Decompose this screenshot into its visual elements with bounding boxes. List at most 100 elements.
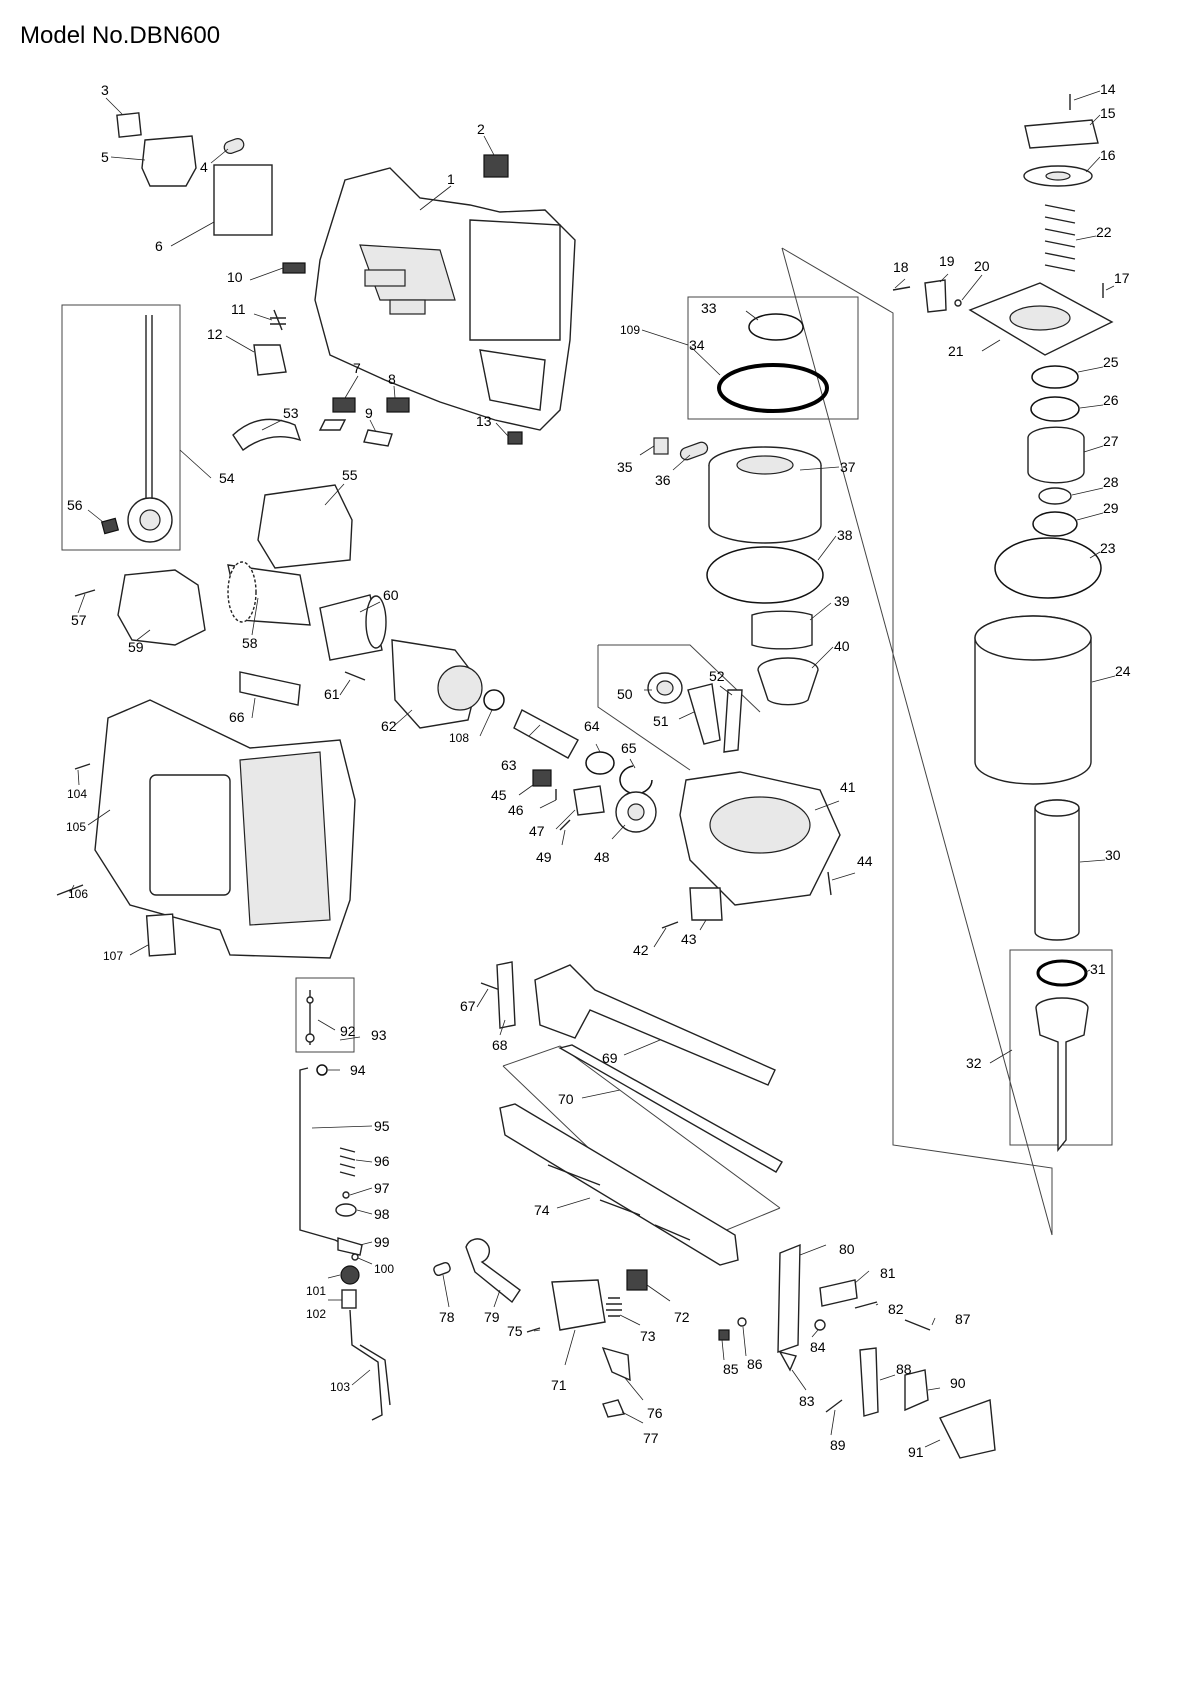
part-65-retaining-ring [619,765,653,795]
callout-20: 20 [974,258,990,274]
model-number-title: Model No.DBN600 [20,22,221,49]
part-102 [341,1289,357,1309]
callout-58: 58 [242,635,258,651]
callout-61: 61 [324,686,340,702]
callout-7: 7 [353,360,361,376]
part-39-ring [751,610,813,650]
part-44-screw [827,871,832,896]
part-88-plate [859,1347,879,1417]
callout-72: 72 [674,1309,690,1325]
valve-stack-parts [299,990,391,1421]
callout-62: 62 [381,718,397,734]
callout-70: 70 [558,1091,574,1107]
part-9-plate [363,429,393,447]
callout-80: 80 [839,1241,855,1257]
callout-78: 78 [439,1309,455,1325]
part-15-plate [1024,119,1099,149]
callout-89: 89 [830,1437,846,1453]
housing-part-1 [314,167,576,431]
callout-47: 47 [529,823,545,839]
callout-102: 102 [306,1307,326,1321]
callout-53: 53 [283,405,299,421]
part-54-rod-assembly [100,315,173,543]
part-4-pin [223,138,245,154]
part-18-screw [892,286,911,291]
part-87-bolt [904,1319,931,1331]
part-71-pusher [551,1279,606,1331]
motor-parts [74,484,505,729]
callout-54: 54 [219,470,235,486]
callout-44: 44 [857,853,873,869]
part-90 [904,1369,929,1412]
callout-30: 30 [1105,847,1121,863]
part-69-guide [534,964,776,1086]
callout-71: 71 [551,1377,567,1393]
part-83 [778,1350,797,1372]
callout-67: 67 [460,998,476,1014]
callout-63: 63 [501,757,517,773]
callout-41: 41 [840,779,856,795]
callout-74: 74 [534,1202,550,1218]
part-52-link [723,689,743,753]
part-96-spring [339,1147,356,1177]
callout-22: 22 [1096,224,1112,240]
callout-109: 109 [620,323,640,337]
lower-right-parts [718,1243,996,1459]
part-101-gear [340,1265,360,1285]
callout-16: 16 [1100,147,1116,163]
part-79-lever [465,1238,521,1304]
part-6-pad [213,164,273,236]
part-104-screw [74,763,91,770]
part-81-plate [819,1279,858,1307]
callout-13: 13 [476,413,492,429]
part-82-pin [854,1301,878,1309]
callout-57: 57 [71,612,87,628]
callout-91: 91 [908,1444,924,1460]
part-45 [532,769,552,787]
callout-24: 24 [1115,663,1131,679]
part-9b [318,419,347,431]
callout-83: 83 [799,1393,815,1409]
callout-99: 99 [374,1234,390,1250]
callout-50: 50 [617,686,633,702]
callout-64: 64 [584,718,600,734]
part-74-magazine [499,1103,739,1266]
callout-94: 94 [350,1062,366,1078]
part-55-holder [257,484,353,569]
part-68-plate [496,961,516,1029]
part-78-pin [433,1261,451,1277]
callout-18: 18 [893,259,909,275]
frame-54-assembly [61,304,181,551]
callout-29: 29 [1103,500,1119,516]
callout-labels: 3 5 4 6 2 1 10 11 12 7 8 9 13 53 54 55 5… [66,81,1131,1460]
part-11-spring [270,309,286,331]
callout-86: 86 [747,1356,763,1372]
part-67-screw [480,982,501,991]
callout-48: 48 [594,849,610,865]
callout-10: 10 [227,269,243,285]
part-100 [351,1253,359,1261]
lower-center-parts [433,1238,648,1418]
callout-66: 66 [229,709,245,725]
part-13-block [507,431,523,445]
part-31-oring [1036,959,1088,987]
callout-51: 51 [653,713,669,729]
callout-68: 68 [492,1037,508,1053]
callout-34: 34 [689,337,705,353]
tool-body-part-105 [56,699,356,959]
callout-46: 46 [508,802,524,818]
callout-26: 26 [1103,392,1119,408]
frame-50-52-lower [597,645,691,771]
part-107-label [145,913,177,957]
part-73-spring [606,1297,622,1317]
part-33-oring [748,313,804,341]
callout-103: 103 [330,1380,350,1394]
callout-49: 49 [536,849,552,865]
callout-52: 52 [709,668,725,684]
callout-11: 11 [231,301,246,317]
callout-1: 1 [447,171,455,187]
part-19 [924,279,947,313]
callout-23: 23 [1100,540,1116,556]
part-5-switch [141,135,197,187]
